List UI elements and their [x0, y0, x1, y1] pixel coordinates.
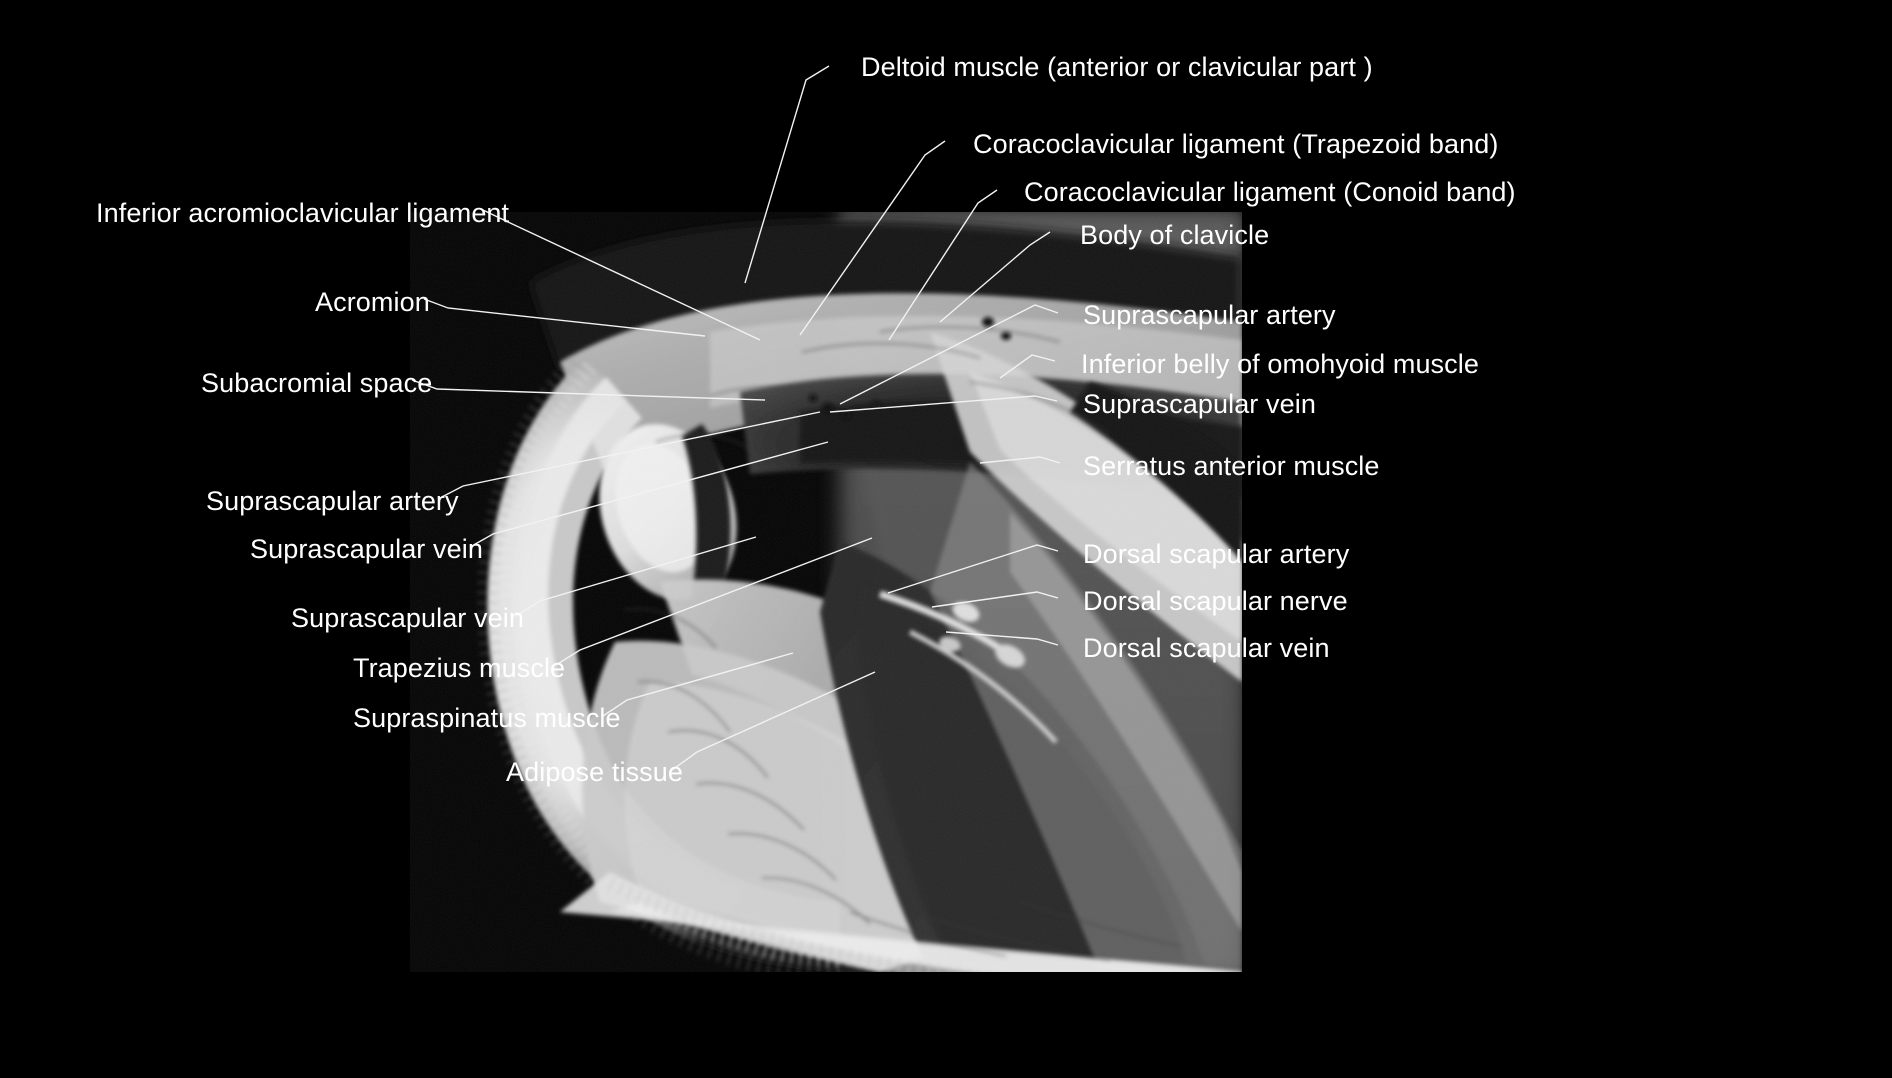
label-supraspinatus: Supraspinatus muscle: [353, 703, 621, 733]
label-ccl-conoid: Coracoclavicular ligament (Conoid band): [1024, 177, 1516, 207]
label-suprascapular-vein-l1: Suprascapular vein: [250, 534, 483, 564]
label-acromion: Acromion: [315, 287, 430, 317]
label-dorsal-scapular-artery: Dorsal scapular artery: [1083, 539, 1350, 569]
label-subacromial-space: Subacromial space: [201, 368, 433, 398]
label-suprascapular-artery-l: Suprascapular artery: [206, 486, 459, 516]
label-trapezius: Trapezius muscle: [353, 653, 566, 683]
label-serratus-anterior: Serratus anterior muscle: [1083, 451, 1380, 481]
label-dorsal-scapular-nerve: Dorsal scapular nerve: [1083, 586, 1348, 616]
label-inferior-ac-ligament: Inferior acromioclavicular ligament: [96, 198, 510, 228]
label-suprascapular-vein-l2: Suprascapular vein: [291, 603, 524, 633]
label-body-of-clavicle: Body of clavicle: [1080, 220, 1270, 250]
label-suprascapular-artery-r: Suprascapular artery: [1083, 300, 1336, 330]
label-suprascapular-vein-r: Suprascapular vein: [1083, 389, 1316, 419]
label-dorsal-scapular-vein: Dorsal scapular vein: [1083, 633, 1330, 663]
label-omohyoid: Inferior belly of omohyoid muscle: [1081, 349, 1479, 379]
label-adipose-tissue: Adipose tissue: [506, 757, 684, 787]
label-ccl-trapezoid: Coracoclavicular ligament (Trapezoid ban…: [973, 129, 1499, 159]
label-deltoid: Deltoid muscle (anterior or clavicular p…: [861, 52, 1373, 82]
